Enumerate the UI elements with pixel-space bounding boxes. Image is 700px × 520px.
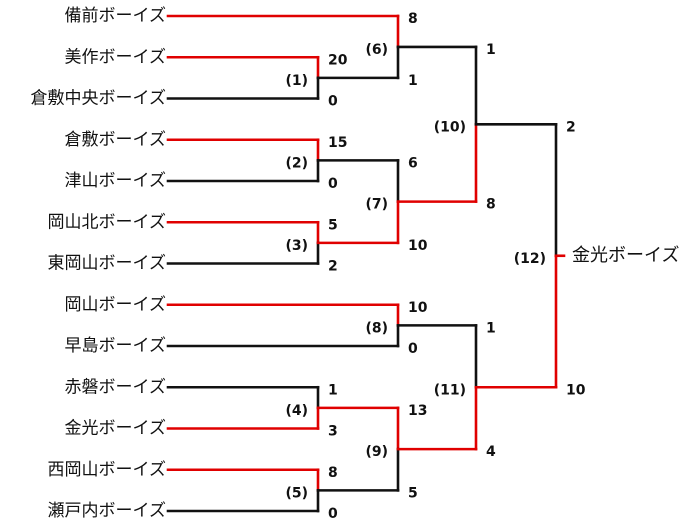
score-label: 5 — [408, 485, 418, 501]
score-label: 10 — [408, 300, 428, 316]
team-label: 早島ボーイズ — [65, 336, 167, 356]
team-label: 倉敷中央ボーイズ — [31, 89, 167, 109]
match-number: (8) — [365, 320, 388, 336]
score-label: 5 — [328, 217, 338, 233]
score-label: 10 — [408, 238, 428, 254]
score-label: 8 — [486, 197, 496, 213]
team-label: 備前ボーイズ — [65, 6, 167, 26]
match-number: (11) — [434, 382, 466, 398]
team-label: 金光ボーイズ — [65, 419, 167, 439]
champion-label: 金光ボーイズ — [572, 245, 679, 266]
match-number: (5) — [285, 485, 308, 501]
team-label: 美作ボーイズ — [65, 47, 167, 67]
match-number: (12) — [514, 251, 546, 267]
match-number: (1) — [285, 73, 308, 89]
score-label: 1 — [486, 42, 496, 58]
team-label: 西岡山ボーイズ — [48, 460, 167, 480]
bracket-lines — [166, 14, 566, 513]
team-label: 岡山ボーイズ — [65, 295, 167, 315]
match-number: (7) — [365, 197, 388, 213]
bracket-labels: 備前ボーイズ美作ボーイズ倉敷中央ボーイズ倉敷ボーイズ津山ボーイズ岡山北ボーイズ東… — [31, 6, 680, 520]
match-number: (9) — [365, 444, 388, 460]
score-label: 0 — [328, 94, 338, 110]
score-label: 15 — [328, 135, 347, 151]
score-label: 2 — [566, 119, 576, 135]
score-label: 1 — [328, 382, 338, 398]
score-label: 20 — [328, 52, 348, 68]
score-label: 8 — [408, 11, 418, 27]
match-number: (2) — [285, 155, 308, 171]
match-number: (10) — [434, 119, 466, 135]
score-label: 13 — [408, 403, 427, 419]
score-label: 2 — [328, 259, 338, 275]
score-label: 6 — [408, 155, 418, 171]
score-label: 10 — [566, 382, 586, 398]
score-label: 1 — [486, 320, 496, 336]
score-label: 1 — [408, 73, 418, 89]
team-label: 岡山北ボーイズ — [48, 212, 167, 232]
match-number: (4) — [285, 403, 308, 419]
match-number: (3) — [285, 238, 308, 254]
team-label: 赤磐ボーイズ — [65, 377, 167, 397]
score-label: 0 — [328, 176, 338, 192]
team-label: 東岡山ボーイズ — [48, 254, 167, 274]
team-label: 津山ボーイズ — [65, 171, 167, 191]
score-label: 4 — [486, 444, 496, 460]
score-label: 0 — [408, 341, 418, 357]
team-label: 倉敷ボーイズ — [65, 130, 167, 150]
team-label: 瀬戸内ボーイズ — [48, 501, 167, 520]
match-number: (6) — [365, 42, 388, 58]
score-label: 8 — [328, 465, 338, 481]
score-label: 0 — [328, 506, 338, 520]
score-label: 3 — [328, 424, 338, 440]
